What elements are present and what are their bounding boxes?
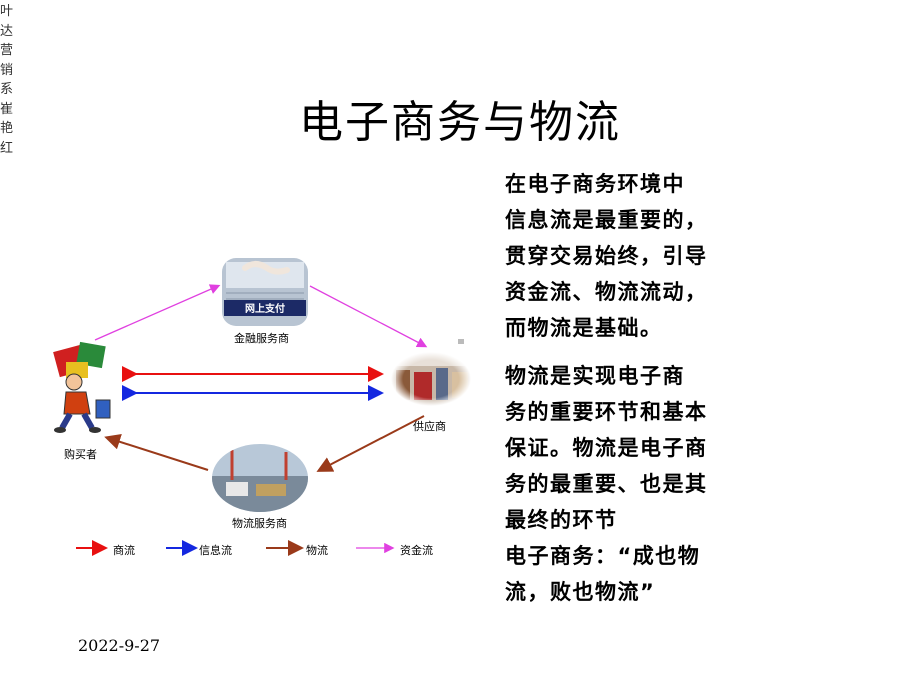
buyer-node-image [53,341,111,433]
text-line: 最终的环节 [505,508,618,532]
text-line: 务的重要环节和基本 [505,400,708,424]
logistics-node-image [212,444,308,512]
logistics-flow-arrow [316,415,425,472]
finance-node-label: 金融服务商 [234,332,289,345]
finance-image-text: 网上支付 [245,302,285,315]
legend-label-information: 信息流 [199,544,232,557]
supplier-node-label: 供应商 [413,420,446,433]
text-line: 贯穿交易始终，引导 [505,244,708,268]
side-vertical-text: 叶 达 营 销 系 崔 艳 红 [0,4,14,156]
text-line: 电子商务：“成也物 [505,544,701,568]
legend-label-logistics: 物流 [306,544,328,557]
supplier-node-image [391,339,471,406]
text-line: 保证。物流是电子商 [505,436,708,460]
capital-flow-arrow [309,285,428,348]
text-line: 而物流是基础。 [505,316,663,340]
text-line: 资金流、物流流动， [505,280,708,304]
text-line: 物流是实现电子商 [505,364,685,388]
finance-node-image: 网上支付 [222,258,308,326]
logistics-flow-arrow [104,434,209,471]
text-line: 在电子商务环境中 [505,172,685,196]
page-title: 电子商务与物流 [299,97,621,148]
legend-label-commerce: 商流 [113,544,135,557]
slide-date: 2022-9-27 [78,636,161,655]
text-line: 务的最重要、也是其 [505,472,708,496]
capital-flow-arrow [94,284,221,341]
legend-label-capital: 资金流 [400,544,433,557]
text-line: 流，败也物流” [505,580,656,604]
buyer-node-label: 购买者 [64,448,97,461]
body-paragraph: 在电子商务环境中 信息流是最重要的， 贯穿交易始终，引导 资金流、物流流动， 而… [505,166,795,610]
text-line: 信息流是最重要的， [505,208,708,232]
logistics-node-label: 物流服务商 [232,517,287,530]
